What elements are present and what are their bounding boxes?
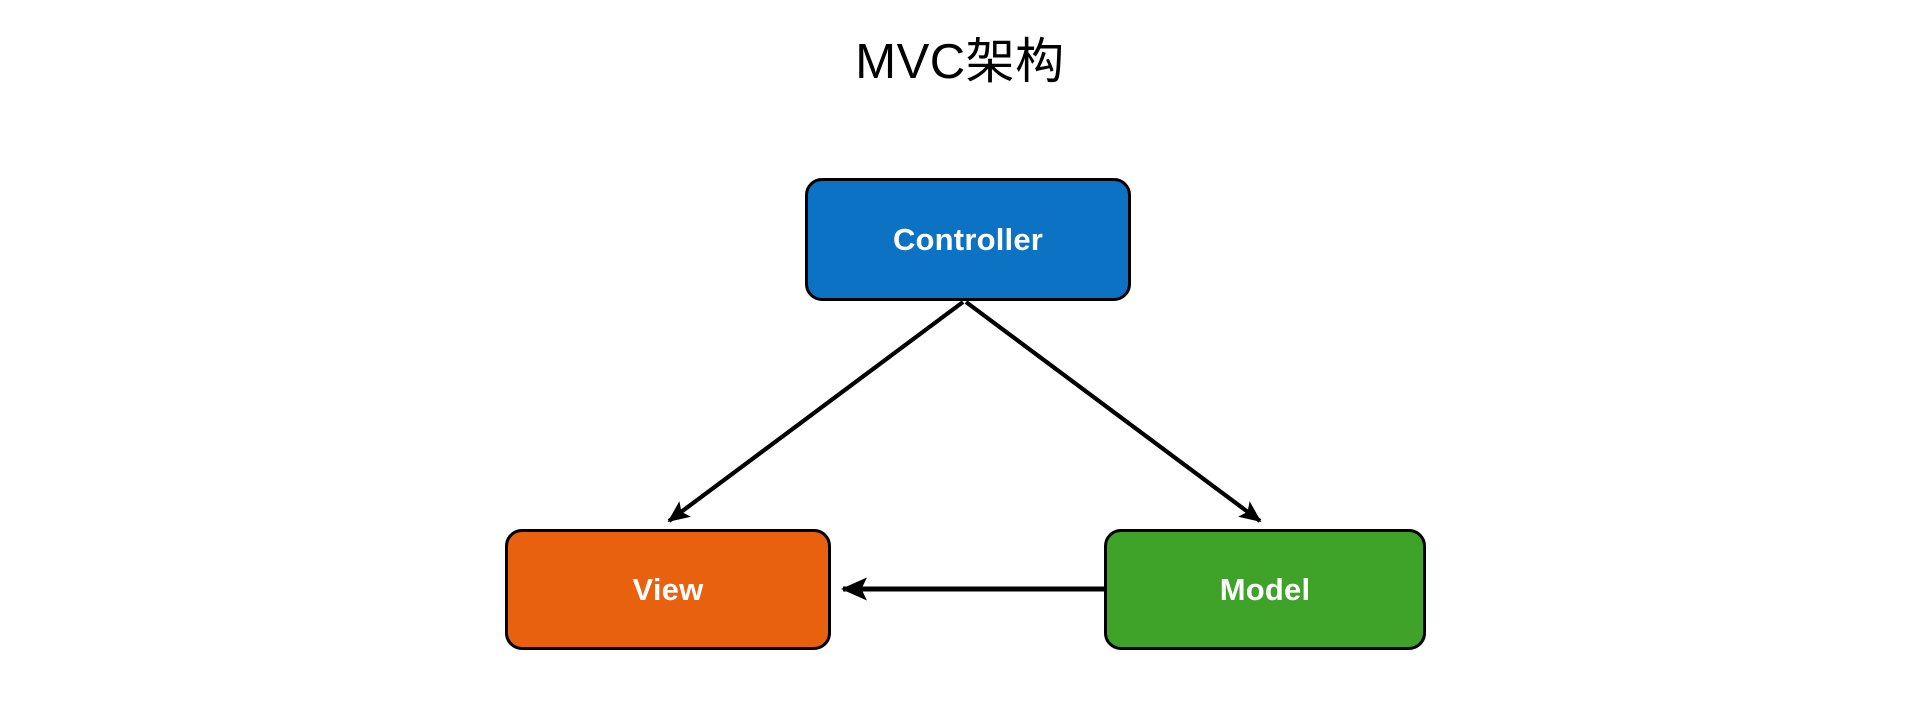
page-title: MVC架构 bbox=[855, 35, 1065, 89]
node-controller[interactable]: Controller bbox=[805, 178, 1131, 301]
node-controller-label: Controller bbox=[892, 222, 1044, 257]
node-model[interactable]: Model bbox=[1104, 529, 1426, 650]
node-model-label: Model bbox=[1219, 572, 1311, 607]
edge-controller-to-view bbox=[667, 300, 965, 523]
edge-controller-to-model bbox=[964, 300, 1262, 523]
node-view-label: View bbox=[632, 572, 704, 607]
node-view[interactable]: View bbox=[505, 529, 831, 650]
